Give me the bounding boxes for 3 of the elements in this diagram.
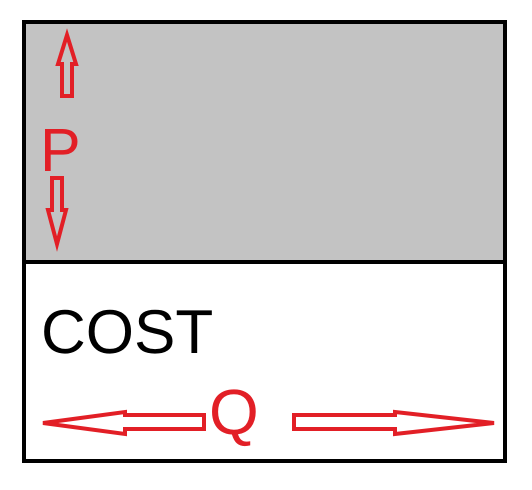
dimension-label: P (40, 120, 81, 181)
dimension-label: Q (209, 380, 259, 444)
region-label: COST (41, 302, 214, 364)
